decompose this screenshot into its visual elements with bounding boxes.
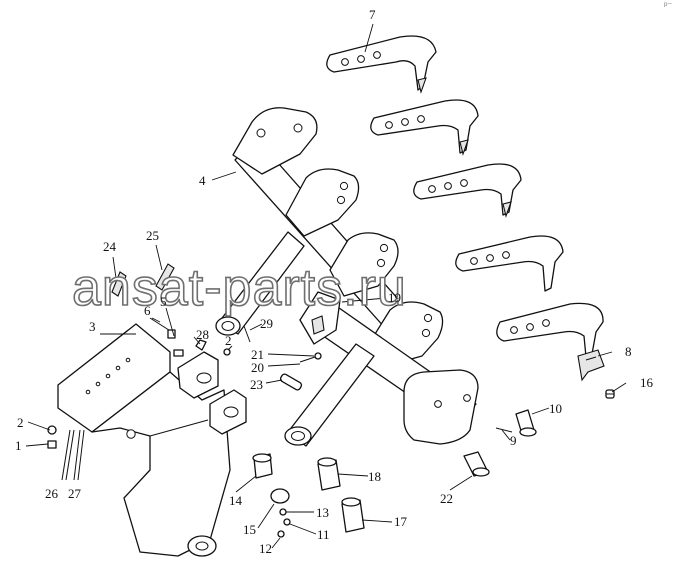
callout-22: 22 bbox=[440, 491, 453, 506]
ripper-shank-2 bbox=[370, 99, 479, 156]
callout-13: 13 bbox=[316, 505, 329, 520]
callout-27: 27 bbox=[68, 486, 82, 501]
ripper-shank-1 bbox=[326, 35, 437, 94]
callout-19: 19 bbox=[388, 290, 401, 305]
callout-10: 10 bbox=[549, 401, 562, 416]
callout-20: 20 bbox=[251, 360, 264, 375]
callout-11: 11 bbox=[317, 527, 330, 542]
callout-28: 28 bbox=[196, 327, 209, 342]
corner-mark: ᵖ⁻ bbox=[664, 0, 672, 10]
mounting-bracket-3 bbox=[57, 323, 247, 557]
callout-24: 24 bbox=[103, 239, 117, 254]
callout-29: 29 bbox=[260, 316, 273, 331]
hardware bbox=[47, 263, 537, 538]
ripper-tip-8 bbox=[577, 349, 605, 382]
callout-5: 5 bbox=[160, 294, 167, 309]
callout-26: 26 bbox=[45, 486, 59, 501]
ripper-shank-3 bbox=[413, 163, 522, 218]
callout-3: 3 bbox=[89, 319, 96, 334]
callout-16: 16 bbox=[640, 375, 654, 390]
leader-lines bbox=[25, 23, 627, 549]
carrier-frame bbox=[215, 107, 479, 447]
callout-6: 6 bbox=[144, 303, 151, 318]
callout-23: 23 bbox=[250, 377, 263, 392]
callout-1: 1 bbox=[15, 438, 22, 453]
callout-12: 12 bbox=[259, 541, 272, 556]
watermark-text: ansat-parts.ru bbox=[72, 259, 407, 317]
callout-2-upper: 2 bbox=[225, 333, 232, 348]
callout-17: 17 bbox=[394, 514, 408, 529]
callout-4: 4 bbox=[199, 173, 206, 188]
callout-15: 15 bbox=[243, 522, 256, 537]
callout-9: 9 bbox=[510, 433, 517, 448]
ripper-shank-5 bbox=[496, 302, 604, 358]
callout-18: 18 bbox=[368, 469, 381, 484]
ripper-shank-4 bbox=[455, 235, 564, 292]
callout-2-left: 2 bbox=[17, 415, 24, 430]
callout-14: 14 bbox=[229, 493, 243, 508]
callout-8: 8 bbox=[625, 344, 632, 359]
callout-25: 25 bbox=[146, 228, 159, 243]
callout-labels: 7 4 24 25 19 3 6 5 28 29 2 21 20 23 8 16… bbox=[15, 7, 654, 556]
callout-7: 7 bbox=[369, 7, 376, 22]
callout-21: 21 bbox=[251, 347, 264, 362]
